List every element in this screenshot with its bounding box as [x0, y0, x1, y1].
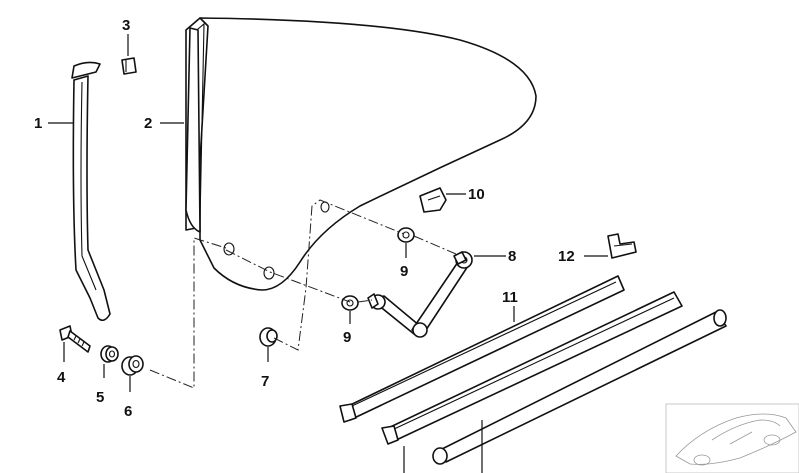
callout-1: 1 [34, 115, 42, 132]
weatherstrip-part-11 [339, 275, 727, 465]
vehicle-thumbnail [665, 403, 799, 473]
callout-11: 11 [502, 289, 518, 306]
callout-3: 3 [122, 17, 130, 34]
clip-part-3 [121, 57, 137, 75]
grommet-part-7 [259, 327, 278, 347]
clip-part-12 [607, 233, 637, 259]
callout-9-lower: 9 [343, 329, 351, 346]
bolt-part-4 [59, 325, 91, 353]
lifter-arm-part-8 [367, 251, 473, 338]
assembly-lines [149, 199, 457, 389]
guide-rail-part-1 [71, 61, 111, 322]
washer-part-9-upper [397, 227, 415, 243]
washer-part-9-lower [341, 295, 359, 311]
callout-6: 6 [124, 403, 132, 420]
callout-12: 12 [558, 248, 575, 265]
bushing-part-6 [121, 355, 144, 376]
callout-2: 2 [144, 115, 152, 132]
quarter-glass-part-2 [185, 17, 537, 291]
callout-4: 4 [57, 369, 66, 386]
nut-part-5 [100, 345, 119, 363]
callout-9-upper: 9 [400, 263, 408, 280]
callout-10: 10 [468, 186, 485, 203]
callout-5: 5 [96, 389, 104, 406]
callout-8: 8 [508, 248, 516, 265]
callout-7: 7 [261, 373, 269, 390]
bracket-part-10 [419, 187, 447, 213]
